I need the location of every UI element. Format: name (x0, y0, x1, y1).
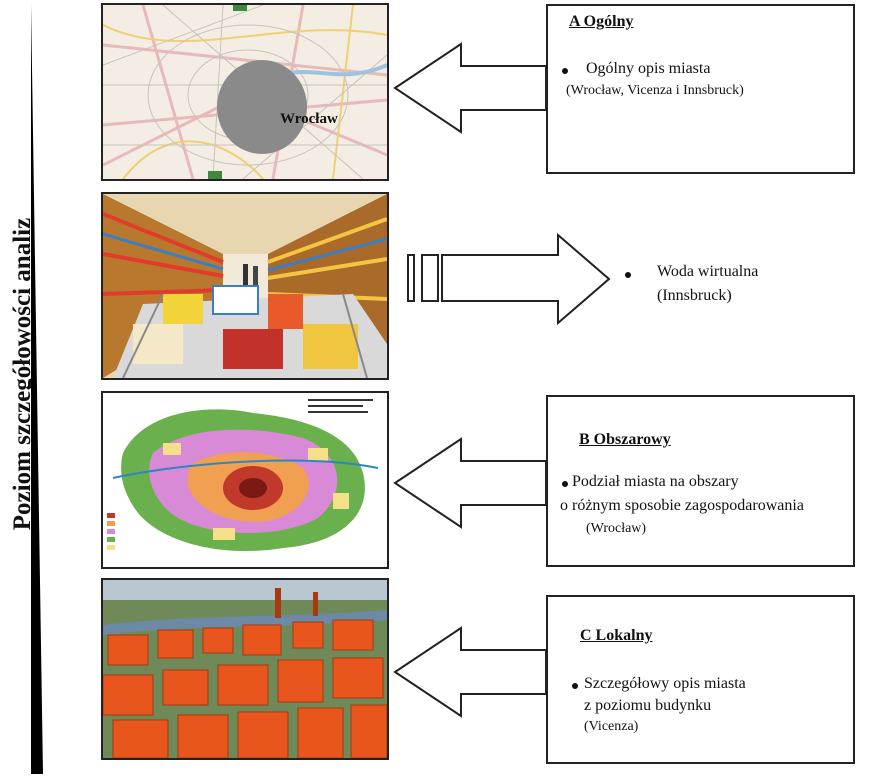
wroclaw-street-map-image: Wrocław (101, 3, 389, 181)
general-description: Ogólny opis miasta (586, 60, 711, 77)
arrow-right-virtual-water (407, 233, 611, 325)
bullet-icon (562, 68, 568, 74)
area-level-title: B Obszarowy (579, 431, 671, 448)
local-city: (Vicenza) (584, 719, 639, 734)
city-center-circle (217, 60, 307, 154)
local-description-2: z poziomu budynku (584, 697, 712, 714)
detail-level-wedge (31, 4, 43, 774)
area-description-2: o różnym sposobie zagospodarowania (560, 497, 804, 514)
bullet-icon (625, 272, 631, 278)
virtual-water-city: (Innsbruck) (657, 287, 732, 304)
general-level-box: A Ogólny Ogólny opis miasta (Wrocław, Vi… (546, 4, 855, 174)
area-city: (Wrocław) (586, 521, 647, 536)
local-level-box: C Lokalny Szczegółowy opis miasta z pozi… (546, 595, 855, 764)
arrow-left-area (393, 437, 547, 529)
supermarket-cart-image (101, 192, 389, 380)
local-level-title: C Lokalny (580, 627, 653, 644)
general-level-title: A Ogólny (569, 13, 634, 30)
arrow-left-general (393, 42, 547, 134)
bullet-icon (562, 481, 568, 487)
general-cities: (Wrocław, Vicenza i Innsbruck) (566, 83, 744, 98)
arrow-left-local (393, 626, 547, 718)
local-description: Szczegółowy opis miasta (584, 675, 746, 692)
virtual-water-label: Woda wirtualna (657, 263, 759, 280)
bullet-icon (572, 683, 578, 689)
city-3d-buildings-image (101, 578, 389, 760)
area-description: Podział miasta na obszary (572, 473, 739, 490)
area-level-box: B Obszarowy Podział miasta na obszary o … (546, 395, 855, 567)
land-use-map-image (101, 391, 389, 569)
map-city-label: Wrocław (280, 111, 338, 127)
